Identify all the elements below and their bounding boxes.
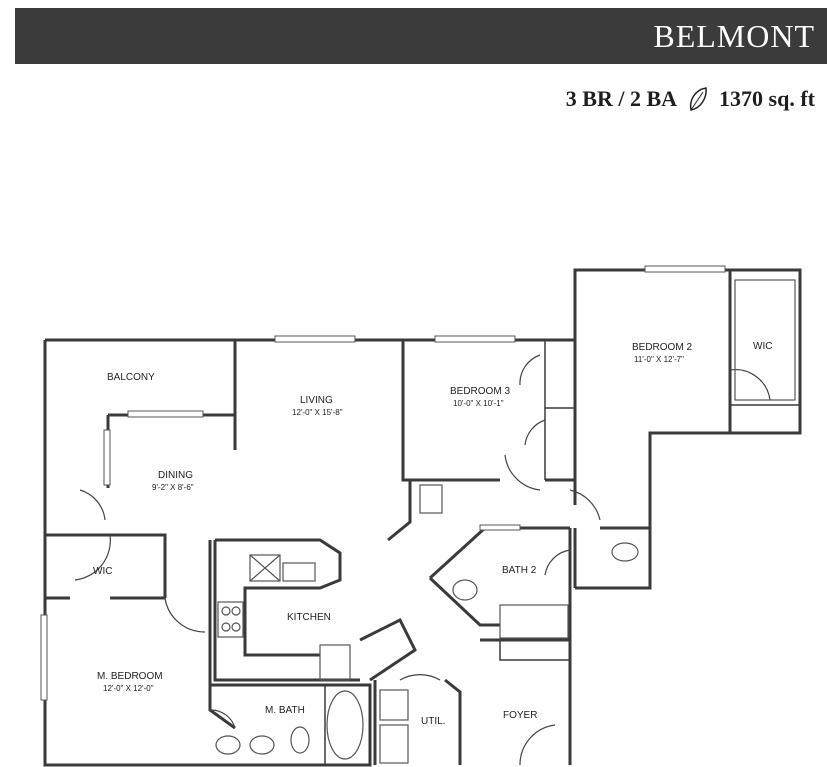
square-footage: 1370 sq. ft	[719, 86, 815, 111]
room-label-wic-master: WIC	[93, 566, 112, 577]
room-dims-master-bedroom: 12'-0" X 12'-0"	[103, 684, 154, 693]
floorplan-title: BELMONT	[653, 18, 815, 54]
bed-bath-count: 3 BR / 2 BA	[565, 86, 678, 111]
room-label-foyer: FOYER	[503, 710, 537, 721]
room-dims-dining: 9'-2" X 8'-6"	[152, 483, 194, 492]
title-banner: BELMONT	[15, 8, 827, 64]
room-label-master-bath: M. BATH	[265, 705, 305, 716]
room-label-bedroom-3: BEDROOM 3	[450, 386, 510, 397]
room-dims-bedroom-3: 10'-0" X 10'-1"	[453, 399, 504, 408]
unit-stats: 3 BR / 2 BA 1370 sq. ft	[566, 86, 815, 112]
room-label-utility: UTIL.	[421, 716, 445, 727]
room-label-kitchen: KITCHEN	[287, 612, 331, 623]
room-label-bedroom-2: BEDROOM 2	[632, 342, 692, 353]
room-label-balcony: BALCONY	[107, 372, 155, 383]
room-label-bath-2: BATH 2	[502, 565, 537, 576]
room-dims-bedroom-2: 11'-0" X 12'-7"	[634, 355, 684, 364]
room-label-dining: DINING	[158, 470, 193, 481]
room-label-living: LIVING	[300, 395, 333, 406]
leaf-icon	[689, 87, 707, 111]
room-label-wic-bedroom-2: WIC	[753, 341, 772, 352]
room-label-master-bedroom: M. BEDROOM	[97, 671, 163, 682]
room-dims-living: 12'-0" X 15'-8"	[292, 408, 343, 417]
